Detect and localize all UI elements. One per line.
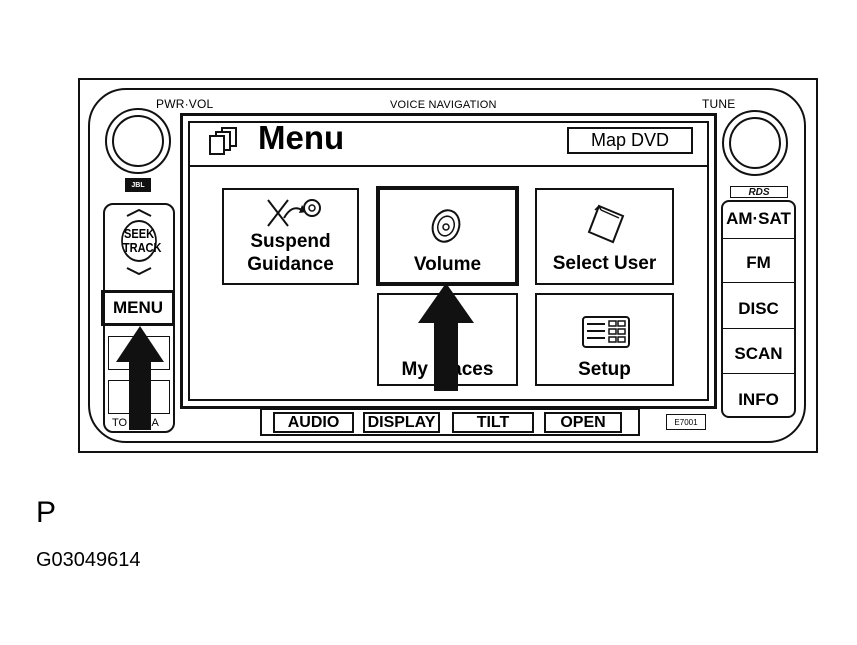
title-divider [190, 165, 707, 167]
map-dvd-button[interactable]: Map DVD [567, 127, 693, 154]
tune-knob[interactable] [722, 110, 788, 176]
suspend-guidance-icon [267, 199, 321, 227]
caption-letter: P [36, 496, 57, 529]
am-sat-button[interactable]: AM·SAT [722, 199, 795, 239]
open-button[interactable]: OPEN [544, 412, 622, 433]
part-code-label: E7001 [666, 414, 706, 430]
select-user-label: Select User [552, 253, 657, 274]
display-bezel [180, 113, 717, 409]
arrow-up-icon [418, 283, 474, 391]
disc-button[interactable]: DISC [722, 289, 795, 329]
power-volume-label: PWR·VOL [156, 97, 214, 111]
setup-tile[interactable]: Setup [535, 293, 674, 386]
head-unit-body [88, 88, 806, 443]
setup-grid-icon [582, 316, 630, 348]
suspend-guidance-tile[interactable]: Suspend Guidance [222, 188, 359, 285]
fm-button[interactable]: FM [722, 243, 795, 283]
audio-button[interactable]: AUDIO [273, 412, 354, 433]
setup-label: Setup [578, 359, 631, 380]
figure-code: G03049614 [36, 549, 141, 571]
head-unit-outline [78, 78, 818, 453]
tune-label: TUNE [702, 97, 736, 111]
volume-tile[interactable]: Volume [376, 186, 519, 286]
suspend-guidance-label: Suspend Guidance [247, 231, 334, 275]
volume-label: Volume [413, 254, 482, 275]
seek-track-label: SEEK TRACK [121, 220, 162, 262]
menu-pages-icon [209, 127, 237, 155]
user-card-icon [587, 204, 625, 244]
chevron-up-icon [126, 209, 152, 217]
seek-track-button[interactable]: SEEK TRACK [103, 203, 175, 285]
bottom-button-bar [260, 408, 640, 436]
select-user-tile[interactable]: Select User [535, 188, 674, 285]
menu-button[interactable]: MENU [101, 290, 175, 326]
display-screen [188, 121, 709, 401]
voice-navigation-label: VOICE NAVIGATION [390, 99, 497, 111]
speaker-icon [431, 209, 461, 243]
arrow-up-icon [116, 326, 164, 430]
right-button-column [721, 200, 796, 418]
scan-button[interactable]: SCAN [722, 334, 795, 374]
tilt-button[interactable]: TILT [452, 412, 534, 433]
jbl-logo: JBL [125, 178, 151, 192]
info-button[interactable]: INFO [738, 390, 779, 409]
rds-logo: RDS [730, 186, 788, 198]
power-volume-knob[interactable] [105, 108, 171, 174]
display-button[interactable]: DISPLAY [363, 412, 440, 433]
screen-title: Menu [258, 119, 345, 156]
chevron-down-icon [126, 267, 152, 275]
